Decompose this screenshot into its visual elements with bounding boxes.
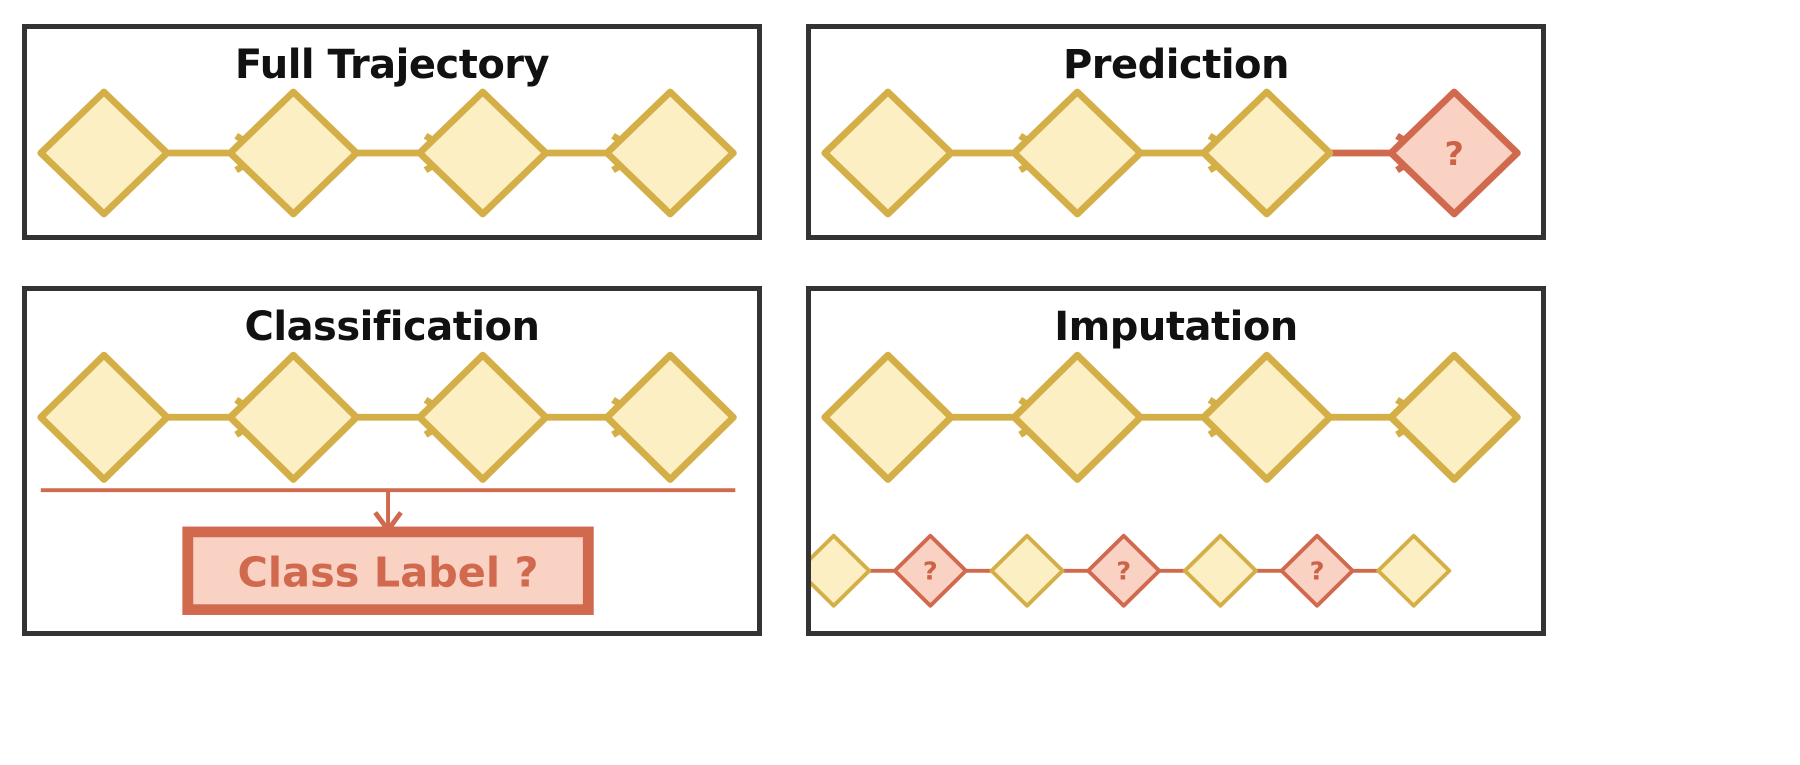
node-observed[interactable] — [1376, 533, 1452, 608]
diagram-full-trajectory — [37, 88, 737, 218]
node-missing[interactable] — [1387, 88, 1521, 218]
node-observed[interactable] — [821, 351, 955, 483]
node-observed[interactable] — [37, 88, 171, 218]
panel-full-trajectory: Full Trajectory — [22, 24, 762, 240]
node-missing-label: ? — [923, 557, 938, 587]
node-observed[interactable] — [226, 351, 360, 483]
class-label-text: Class Label ? — [238, 549, 539, 597]
aggregation-connector — [40, 488, 736, 535]
panel-classification: Classification Class Label ? — [22, 286, 762, 636]
node-missing[interactable] — [892, 533, 968, 608]
node-observed[interactable] — [811, 533, 872, 608]
node-observed[interactable] — [226, 88, 360, 218]
panel-title-prediction: Prediction — [1062, 42, 1290, 88]
node-observed[interactable] — [603, 351, 737, 483]
node-observed[interactable] — [989, 533, 1065, 608]
class-label-box[interactable] — [182, 526, 594, 615]
panel-title-classification: Classification — [244, 304, 541, 350]
panel-prediction: Prediction ? — [806, 24, 1546, 240]
node-observed[interactable] — [1182, 533, 1258, 608]
node-missing-label: ? — [1444, 135, 1463, 173]
node-observed[interactable] — [37, 351, 171, 483]
panel-imputation: Imputation — [806, 286, 1546, 636]
node-observed[interactable] — [1200, 88, 1334, 218]
node-missing-label: ? — [1310, 557, 1325, 587]
node-observed[interactable] — [416, 351, 550, 483]
node-observed[interactable] — [1200, 351, 1334, 483]
panel-title-imputation: Imputation — [1054, 304, 1298, 350]
node-observed[interactable] — [1010, 88, 1144, 218]
node-observed[interactable] — [603, 88, 737, 218]
diagram-classification: Class Label ? — [37, 351, 737, 615]
node-missing[interactable] — [1279, 533, 1355, 608]
node-observed[interactable] — [416, 88, 550, 218]
panel-title-full-trajectory: Full Trajectory — [234, 42, 550, 88]
node-observed[interactable] — [1010, 351, 1144, 483]
node-observed[interactable] — [1387, 351, 1521, 483]
diagram-prediction: ? — [821, 88, 1521, 218]
diagram-imputation: ? ? ? — [811, 351, 1521, 608]
node-observed[interactable] — [821, 88, 955, 218]
node-missing-label: ? — [1116, 557, 1131, 587]
node-missing[interactable] — [1086, 533, 1162, 608]
